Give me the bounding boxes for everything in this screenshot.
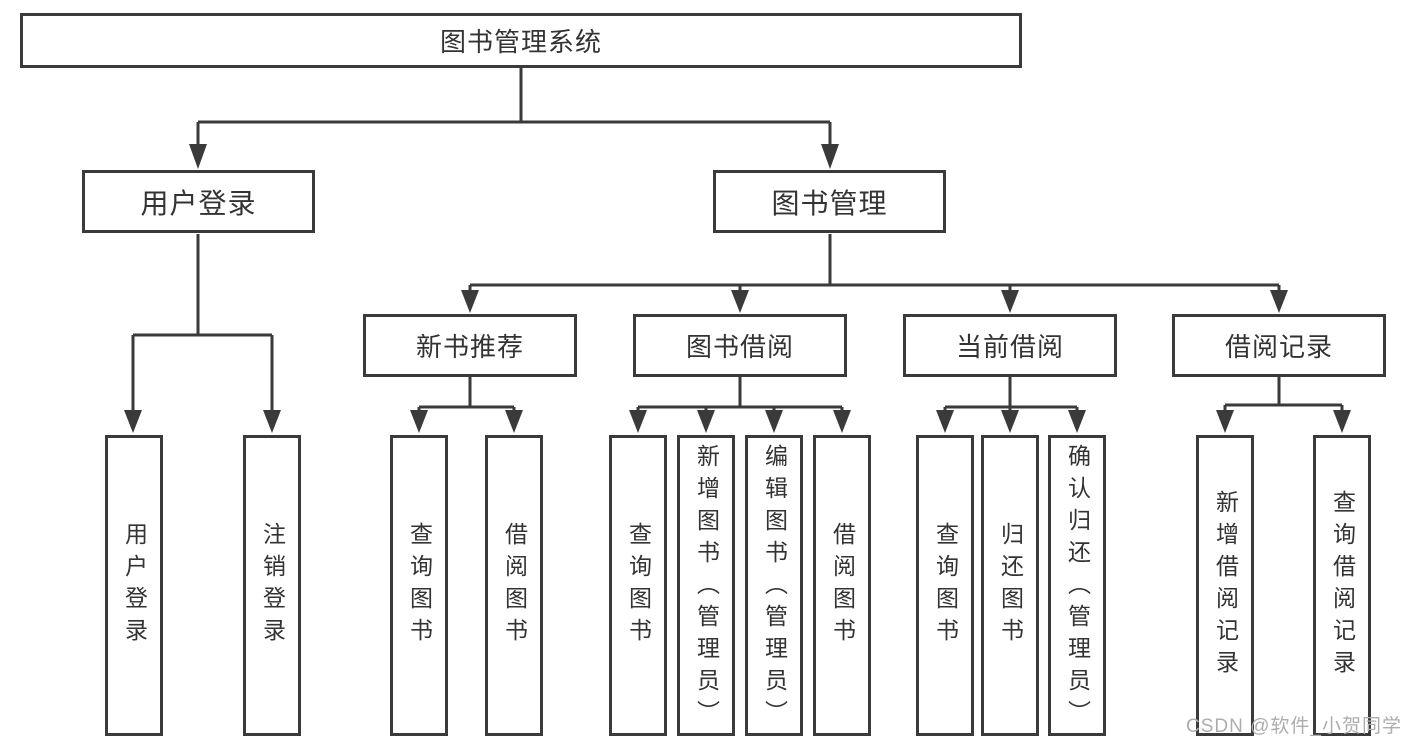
- connector-newrec-to-leaves: [417, 377, 516, 412]
- leaf-user-login: 用户登录: [105, 435, 163, 736]
- arrowheads-level2: [461, 290, 1288, 313]
- leaf-add-book-admin: 新增图书（管理员）: [677, 435, 735, 736]
- leaf-add-borrow-record: 新增借阅记录: [1196, 435, 1254, 736]
- leaf-query-books-newrec: 查询图书: [390, 435, 448, 736]
- node-borrowing-records: 借阅记录: [1172, 314, 1386, 377]
- node-new-book-recommend: 新书推荐: [363, 314, 577, 377]
- leaf-query-books-current: 查询图书: [916, 435, 974, 736]
- leaf-logout: 注销登录: [243, 435, 301, 736]
- leaf-return-book: 归还图书: [981, 435, 1039, 736]
- connector-current-to-leaves: [943, 377, 1079, 412]
- leaf-borrow-books-newrec: 借阅图书: [485, 435, 543, 736]
- connector-mgmt-to-level2: [468, 234, 1281, 293]
- connector-login-to-leaves: [131, 234, 274, 412]
- leaf-query-books-borrow: 查询图书: [609, 435, 667, 736]
- watermark: CSDN @软件_小贺同学: [1186, 716, 1402, 737]
- leaf-borrow-books-borrow: 借阅图书: [813, 435, 871, 736]
- connector-root-to-level1: [196, 68, 832, 146]
- leaf-confirm-return-admin: 确认归还（管理员）: [1048, 435, 1106, 736]
- node-book-borrowing: 图书借阅: [633, 314, 847, 377]
- connector-borrow-to-leaves: [636, 377, 844, 412]
- arrowheads-level1: [189, 144, 839, 169]
- leaf-query-borrow-record: 查询借阅记录: [1313, 435, 1371, 736]
- connector-records-to-leaves: [1223, 377, 1344, 412]
- node-current-borrowing: 当前借阅: [903, 314, 1117, 377]
- node-user-login: 用户登录: [82, 170, 315, 233]
- arrowheads-login-leaves: [124, 410, 281, 433]
- node-book-management: 图书管理: [713, 170, 946, 233]
- arrowheads-leaves: [410, 410, 1351, 433]
- leaf-edit-book-admin: 编辑图书（管理员）: [745, 435, 803, 736]
- node-root-library-system: 图书管理系统: [20, 13, 1022, 68]
